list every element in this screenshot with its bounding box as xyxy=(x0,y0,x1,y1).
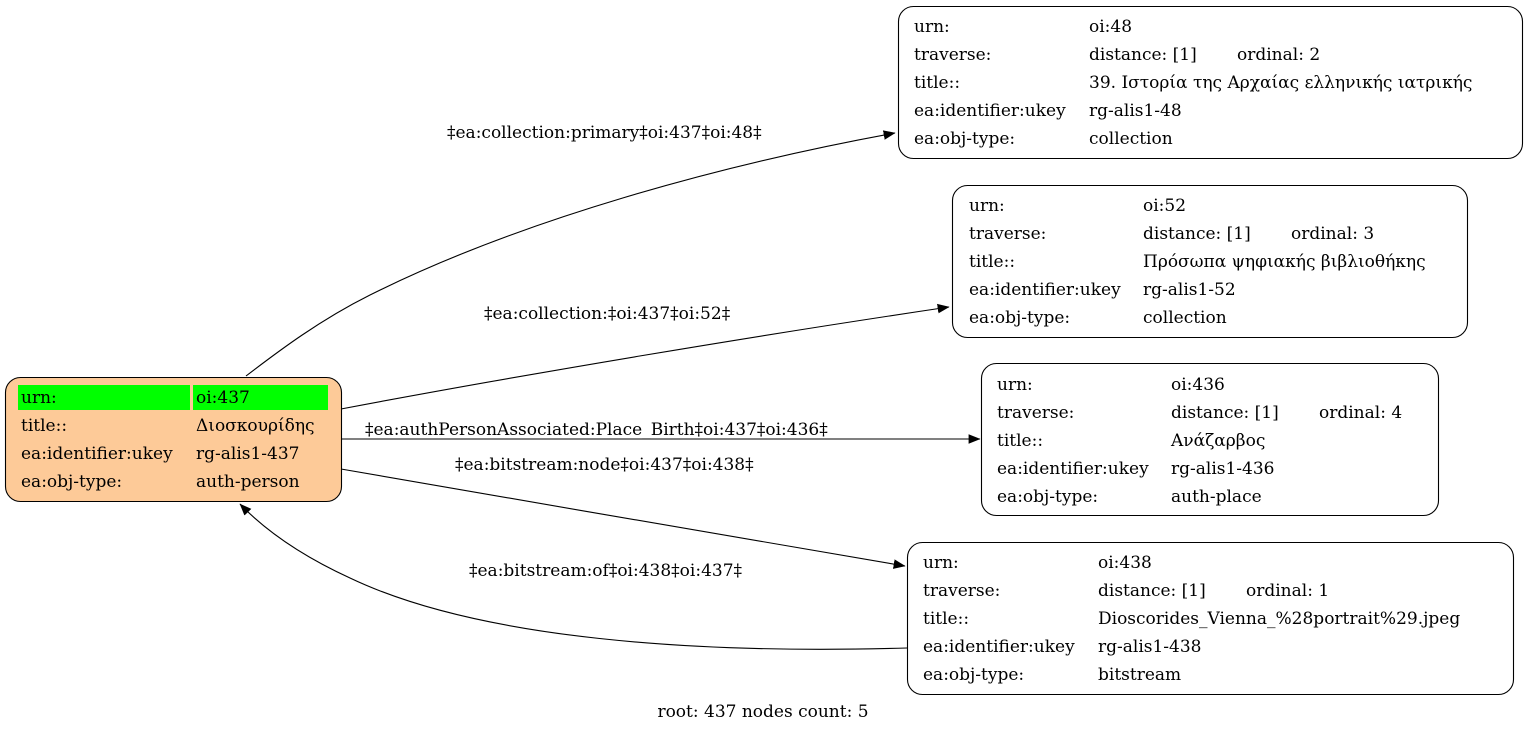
distance-value: distance: [1] xyxy=(1143,224,1251,244)
traverse-key: traverse: xyxy=(997,403,1074,423)
root-urn-value: oi:437 xyxy=(196,388,250,408)
edge-line xyxy=(239,503,908,650)
title-value: Dioscorides_Vienna_%28portrait%29.jpeg xyxy=(1098,609,1460,629)
ukey-key: ea:identifier:ukey xyxy=(969,280,1121,300)
edge-label-bitstream-node: ‡ea:bitstream:node‡oi:437‡oi:438‡ xyxy=(455,455,754,475)
edge-label-collection-primary: ‡ea:collection:primary‡oi:437‡oi:48‡ xyxy=(447,123,762,143)
title-key: title:: xyxy=(923,609,969,629)
edge-label-place-birth: ‡ea:authPersonAssociated:Place_Birth‡oi:… xyxy=(365,420,828,440)
urn-value: oi:48 xyxy=(1089,17,1132,37)
ordinal-value: ordinal: 2 xyxy=(1237,45,1320,65)
traverse-key: traverse: xyxy=(969,224,1046,244)
root-urn-key: urn: xyxy=(21,388,57,408)
node-box xyxy=(897,5,1524,160)
type-value: collection xyxy=(1143,308,1227,328)
title-value: Ανάζαρβος xyxy=(1170,431,1265,451)
edge-line xyxy=(245,130,896,377)
type-key: ea:obj-type: xyxy=(914,129,1015,149)
edge-to-oi436: ‡ea:authPersonAssociated:Place_Birth‡oi:… xyxy=(341,420,981,444)
distance-value: distance: [1] xyxy=(1089,45,1197,65)
distance-value: distance: [1] xyxy=(1098,581,1206,601)
edge-to-oi52: ‡ea:collection:‡oi:437‡oi:52‡ xyxy=(340,303,950,410)
root-title-key: title:: xyxy=(21,416,67,436)
title-value: 39. Ιστορία της Αρχαίας ελληνικής ιατρικ… xyxy=(1089,73,1472,93)
root-ukey-value: rg-alis1-437 xyxy=(196,444,300,464)
urn-value: oi:438 xyxy=(1098,553,1152,573)
root-ukey-key: ea:identifier:ukey xyxy=(21,444,173,464)
node-oi436[interactable]: urn: oi:436 traverse: distance: [1] ordi… xyxy=(980,362,1440,517)
node-oi48[interactable]: urn: oi:48 traverse: distance: [1] ordin… xyxy=(897,5,1524,160)
type-value: bitstream xyxy=(1098,665,1181,685)
urn-key-highlight xyxy=(18,385,190,410)
node-root-oi437[interactable]: urn: oi:437 title:: Διοσκουρίδης ea:iden… xyxy=(4,376,343,503)
type-value: auth-place xyxy=(1171,487,1262,507)
title-key: title:: xyxy=(997,431,1043,451)
type-value: collection xyxy=(1089,129,1173,149)
urn-key: urn: xyxy=(923,553,959,573)
root-title-value: Διοσκουρίδης xyxy=(196,416,315,436)
edge-label-bitstream-of: ‡ea:bitstream:of‡oi:438‡oi:437‡ xyxy=(469,561,743,581)
urn-key: urn: xyxy=(914,17,950,37)
ukey-key: ea:identifier:ukey xyxy=(997,459,1149,479)
ukey-key: ea:identifier:ukey xyxy=(923,637,1075,657)
ordinal-value: ordinal: 3 xyxy=(1291,224,1374,244)
urn-key: urn: xyxy=(969,196,1005,216)
ordinal-value: ordinal: 1 xyxy=(1246,581,1329,601)
traverse-key: traverse: xyxy=(914,45,991,65)
type-key: ea:obj-type: xyxy=(923,665,1024,685)
urn-key: urn: xyxy=(997,375,1033,395)
ordinal-value: ordinal: 4 xyxy=(1319,403,1402,423)
edge-line xyxy=(340,468,906,569)
node-oi52[interactable]: urn: oi:52 traverse: distance: [1] ordin… xyxy=(951,184,1469,339)
ukey-key: ea:identifier:ukey xyxy=(914,101,1066,121)
urn-value-highlight xyxy=(193,385,328,410)
title-value: Πρόσωπα ψηφιακής βιβλιοθήκης xyxy=(1143,252,1426,272)
root-type-value: auth-person xyxy=(196,472,300,492)
node-box xyxy=(951,184,1469,339)
title-key: title:: xyxy=(969,252,1015,272)
node-oi438[interactable]: urn: oi:438 traverse: distance: [1] ordi… xyxy=(906,541,1515,696)
type-key: ea:obj-type: xyxy=(969,308,1070,328)
edge-to-oi48: ‡ea:collection:primary‡oi:437‡oi:48‡ xyxy=(245,123,896,377)
ukey-value: rg-alis1-438 xyxy=(1098,637,1202,657)
root-type-key: ea:obj-type: xyxy=(21,472,122,492)
urn-value: oi:436 xyxy=(1171,375,1225,395)
traverse-key: traverse: xyxy=(923,581,1000,601)
ukey-value: rg-alis1-436 xyxy=(1171,459,1275,479)
edge-line xyxy=(340,303,950,410)
edge-label-collection: ‡ea:collection:‡oi:437‡oi:52‡ xyxy=(484,304,731,324)
ukey-value: rg-alis1-52 xyxy=(1143,280,1236,300)
ukey-value: rg-alis1-48 xyxy=(1089,101,1182,121)
graph-footer: root: 437 nodes count: 5 xyxy=(657,702,868,722)
node-box xyxy=(980,362,1440,517)
title-key: title:: xyxy=(914,73,960,93)
edge-from-oi438: ‡ea:bitstream:of‡oi:438‡oi:437‡ xyxy=(239,503,908,650)
node-box xyxy=(906,541,1515,696)
urn-value: oi:52 xyxy=(1143,196,1186,216)
distance-value: distance: [1] xyxy=(1171,403,1279,423)
edge-to-oi438: ‡ea:bitstream:node‡oi:437‡oi:438‡ xyxy=(340,455,906,569)
type-key: ea:obj-type: xyxy=(997,487,1098,507)
